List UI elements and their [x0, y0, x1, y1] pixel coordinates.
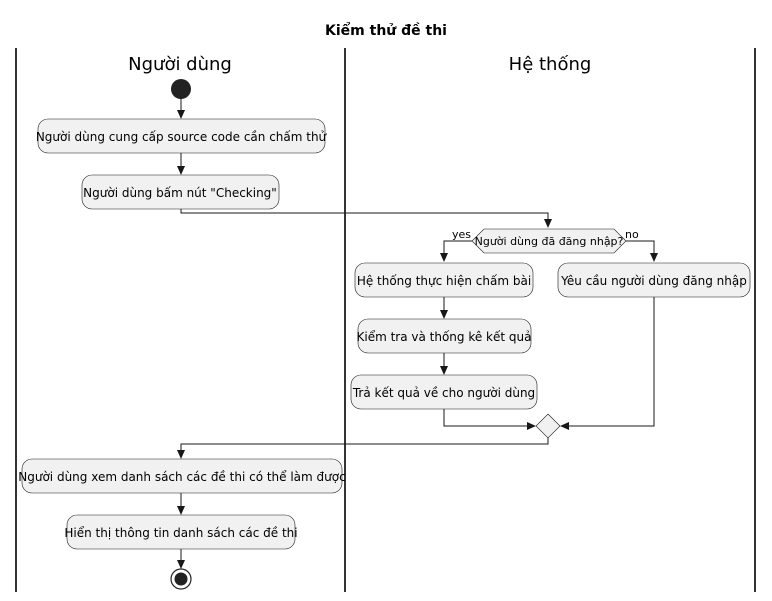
arrowhead	[440, 253, 448, 262]
activity-show-list-label: Hiển thị thông tin danh sách các đề thi	[64, 526, 297, 540]
activity-press-checking-label: Người dùng bấm nút "Checking"	[83, 186, 277, 200]
arrowhead	[650, 253, 658, 262]
decision-yes-label: yes	[452, 228, 471, 241]
flow-no	[626, 240, 655, 257]
decision-question: Người dùng đã đăng nhập?	[475, 235, 624, 248]
activity-return-result-label: Trả kết quả về cho người dùng	[352, 386, 535, 400]
decision-no-label: no	[625, 228, 639, 241]
flow-login-to-merge	[565, 297, 655, 427]
arrowhead	[177, 450, 185, 459]
flow-yes	[443, 240, 472, 257]
flow-merge-to-view	[180, 438, 549, 454]
arrowhead	[177, 506, 185, 515]
activity-provide-source-label: Người dùng cung cấp source code cần chấm…	[36, 130, 328, 144]
merge-node	[535, 413, 561, 439]
arrowhead	[560, 422, 569, 430]
arrowhead	[177, 166, 185, 175]
flow-return-to-merge	[443, 409, 531, 427]
arrowhead	[440, 310, 448, 319]
flow-press-to-decision	[180, 209, 549, 223]
activity-check-stats-label: Kiểm tra và thống kê kết quả	[356, 330, 531, 344]
activity-view-list-label: Người dùng xem danh sách các đề thi có t…	[18, 470, 345, 484]
activity-view-list	[21, 458, 343, 494]
arrowhead	[440, 366, 448, 375]
activity-require-login-label: Yêu cầu người dùng đăng nhập	[560, 274, 747, 288]
arrowhead	[177, 110, 185, 119]
end-node-inner	[174, 572, 188, 586]
lane-title-system: Hệ thống	[509, 54, 592, 75]
arrowhead	[527, 422, 536, 430]
diagram-title: Kiểm thử đề thi	[325, 22, 447, 39]
arrowhead	[177, 560, 185, 569]
arrowhead	[544, 219, 552, 228]
activity-system-grade-label: Hệ thống thực hiện chấm bài	[357, 274, 531, 288]
lane-title-user: Người dùng	[128, 54, 232, 75]
start-node	[171, 79, 191, 99]
